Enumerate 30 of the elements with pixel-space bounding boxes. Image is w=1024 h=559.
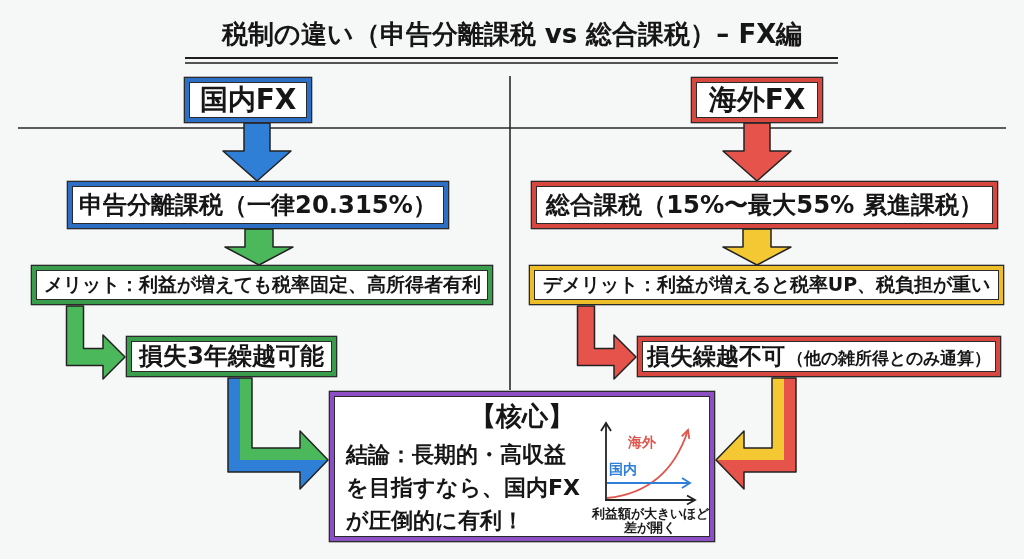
note-text: （他の雑所得とのみ通算） xyxy=(787,349,991,369)
conclusion-text: 結論：長期的・高収益を目指すなら、国内FXが圧倒的に有利！ xyxy=(346,441,581,535)
tax-rule-text: 総合課税（15%〜最大55% 累進課税） xyxy=(546,191,983,219)
conclusion-heading: 【核心】 xyxy=(470,402,574,432)
tax-rule-text: 申告分離課税（一律20.315%） xyxy=(79,191,437,219)
result-box xyxy=(127,337,336,376)
bent-arrow xyxy=(576,305,637,380)
demerit-text: デメリット：利益が増えると税率UP、税負担が重い xyxy=(542,274,991,296)
note-box xyxy=(530,266,1003,304)
title: 税制の違い（申告分離課税 vs 総合課税）– FX編 xyxy=(221,20,803,50)
heading-box xyxy=(185,78,311,122)
bent-arrow xyxy=(227,377,329,490)
curve-label: 海外 xyxy=(628,434,656,451)
conclusion-box xyxy=(330,392,714,541)
heading-text: 海外FX xyxy=(708,83,806,117)
note-box xyxy=(32,266,492,304)
carryforward-text: 損失3年繰越可能 xyxy=(139,342,324,371)
block-arrow xyxy=(222,122,292,182)
chart-caption: 利益額が大きいほど差が開く xyxy=(591,507,709,535)
block-arrow xyxy=(722,228,792,266)
block-arrow xyxy=(224,228,294,266)
heading-box xyxy=(692,78,822,122)
carryforward-text: 損失繰越不可 xyxy=(647,343,785,370)
line-label: 国内 xyxy=(609,461,637,478)
merit-text: メリット：利益が増えても税率固定、高所得者有利 xyxy=(43,274,481,296)
bent-arrow xyxy=(65,305,126,380)
heading-text: 国内FX xyxy=(199,83,297,117)
block-arrow xyxy=(722,122,792,182)
result-box xyxy=(638,337,1000,376)
bent-arrow xyxy=(715,377,797,490)
